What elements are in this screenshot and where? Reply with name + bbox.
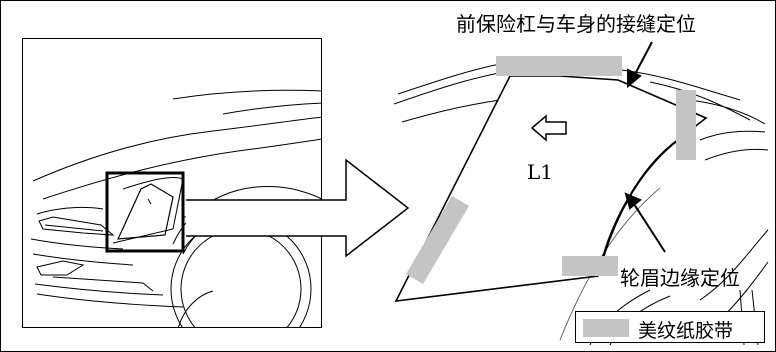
legend-swatch — [583, 319, 629, 337]
car-front-drawing — [30, 89, 321, 327]
panel-id-label: L1 — [527, 160, 554, 184]
panel-outline-small — [117, 183, 174, 240]
callout-arrow-icon — [624, 41, 666, 253]
tape-strip-right — [676, 90, 696, 160]
legend-box: 美纹纸胶带 — [575, 311, 765, 343]
seam-position-label: 前保险杠与车身的接缝定位 — [456, 12, 696, 36]
masking-tape-strips — [406, 56, 696, 284]
tape-strip-left — [406, 196, 469, 284]
left-arrow-icon — [530, 114, 567, 142]
wheel-arch-position-label: 轮眉边缘定位 — [620, 266, 740, 290]
large-right-arrow-icon — [186, 158, 410, 258]
car-front-inset — [22, 38, 322, 328]
tape-strip-bottom — [562, 256, 618, 276]
zoom-region-box — [105, 171, 185, 253]
legend-label: 美纹纸胶带 — [638, 320, 734, 342]
tape-strip-top — [496, 56, 622, 76]
